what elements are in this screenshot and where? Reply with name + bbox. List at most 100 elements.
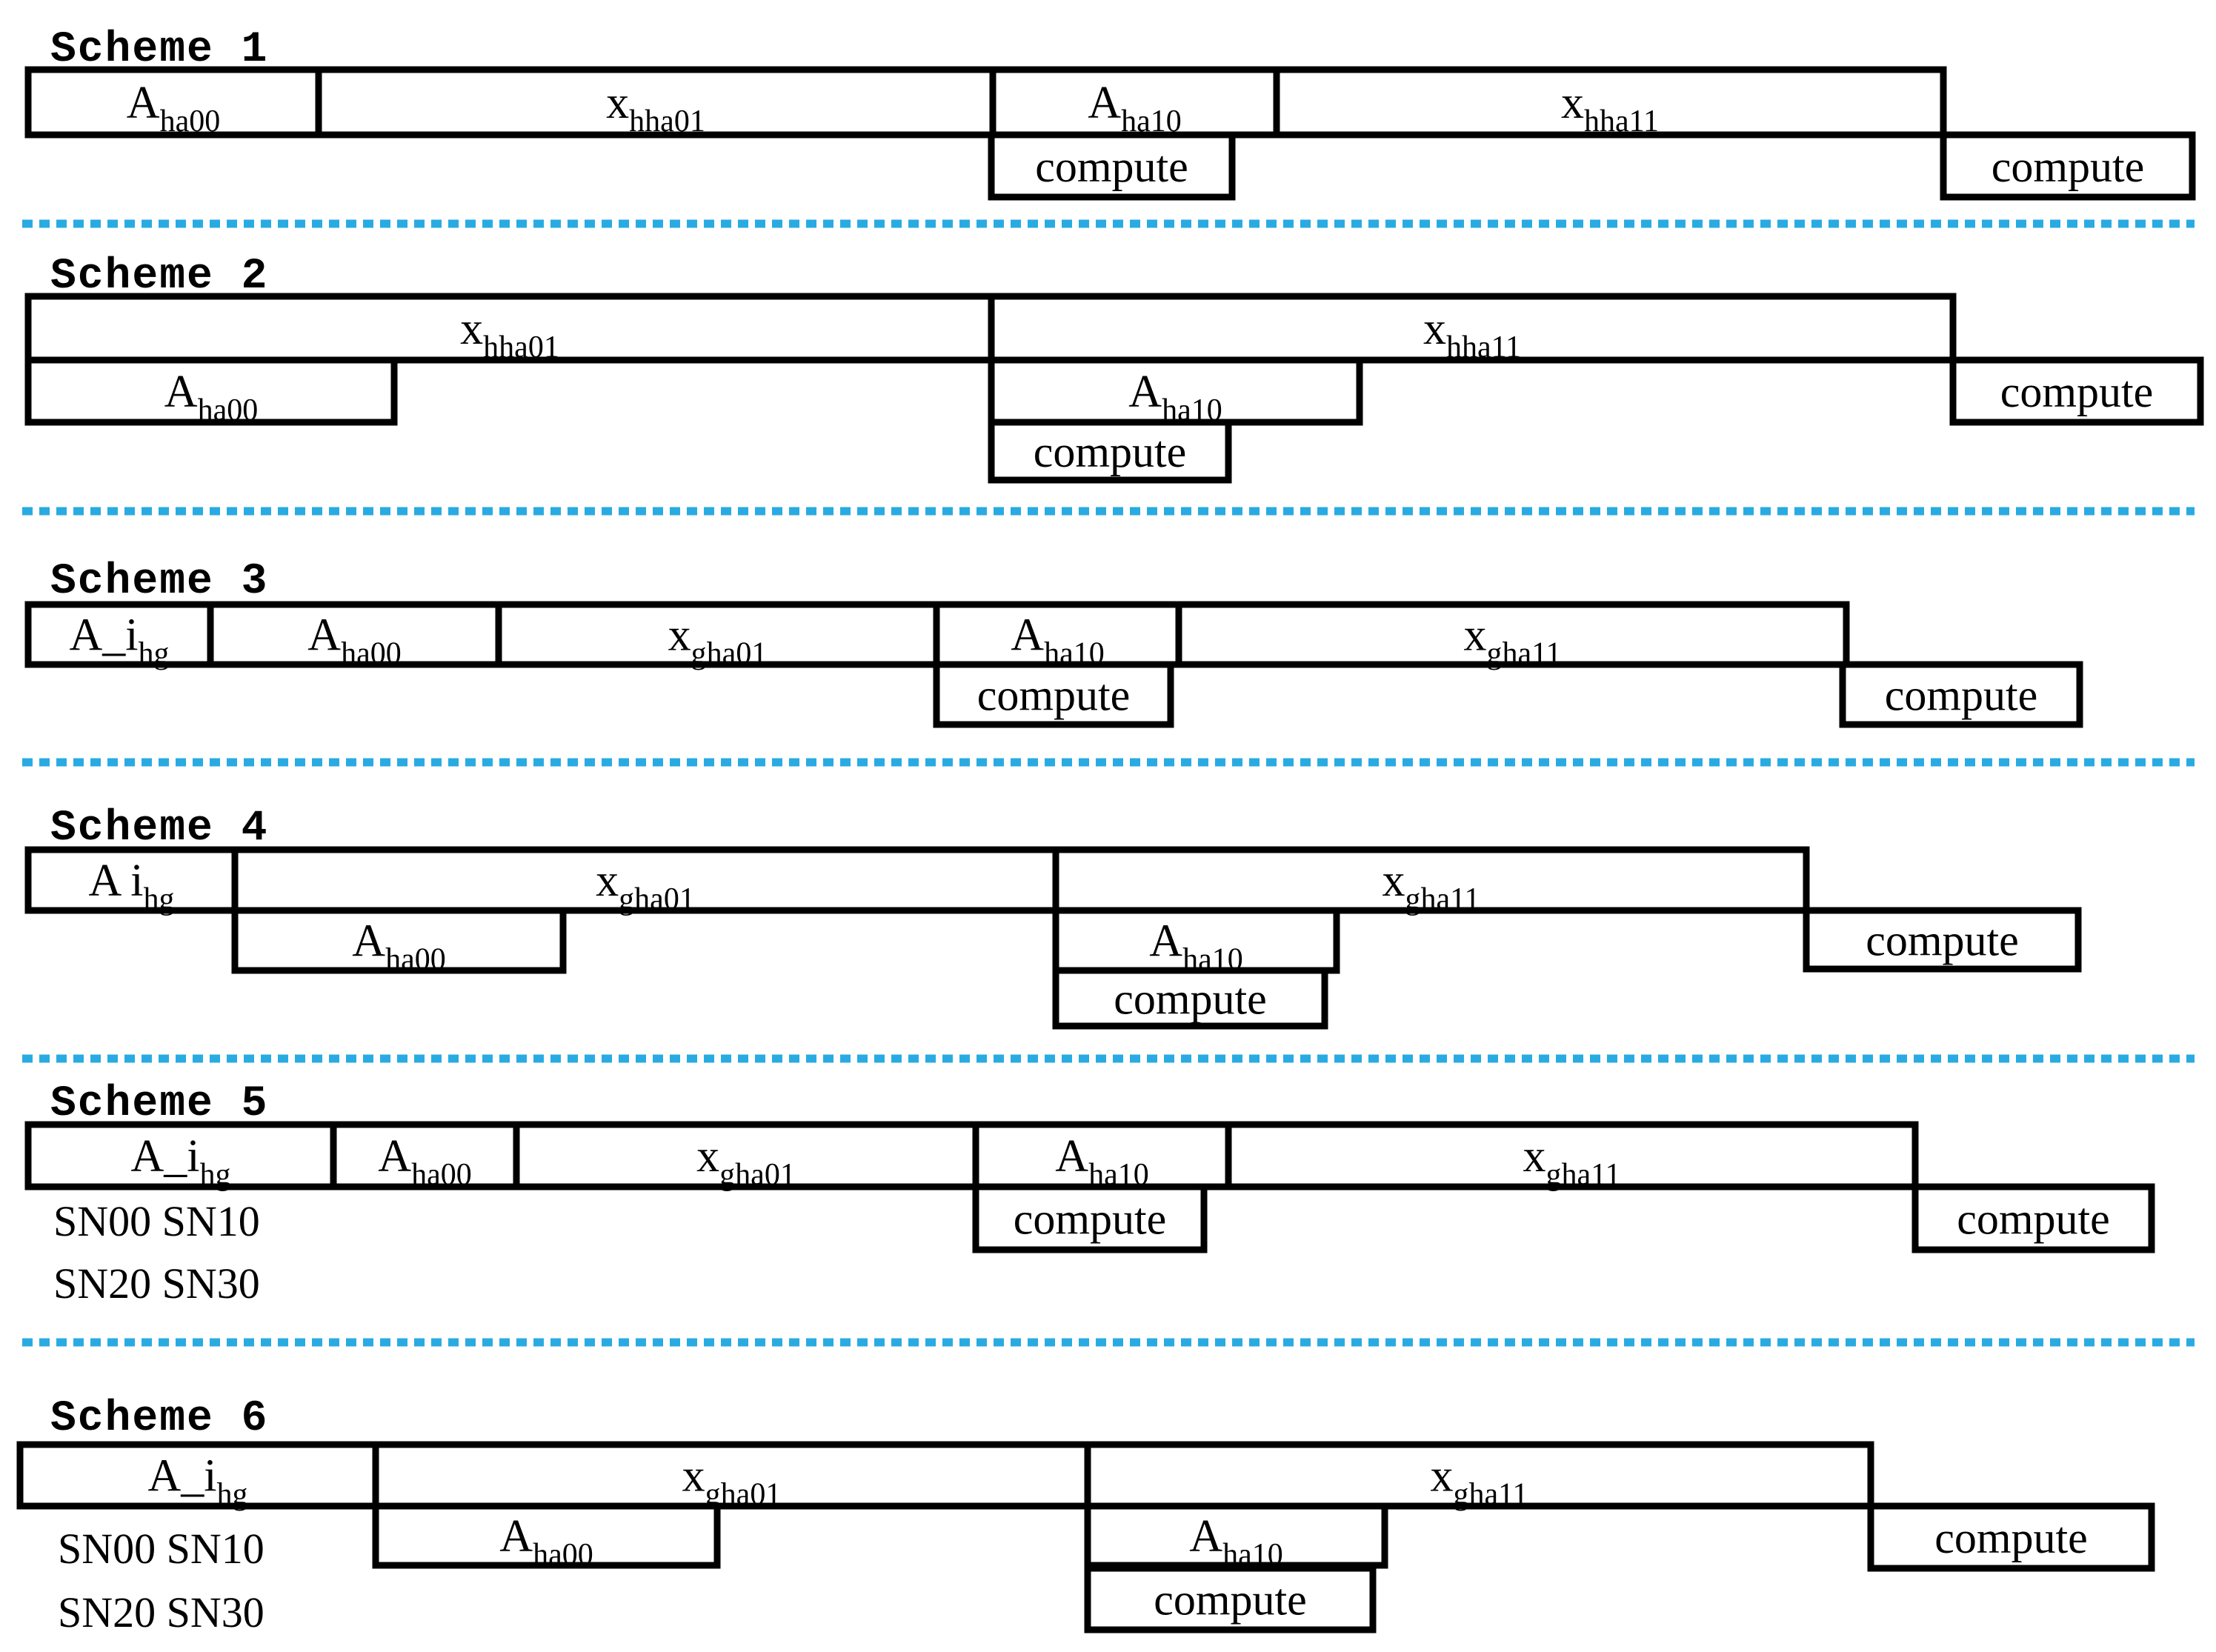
label-subscript: gha11 <box>1405 882 1480 916</box>
box-rect <box>1084 1441 1874 1510</box>
box-compute: compute <box>988 131 1236 201</box>
box-rect <box>1273 66 1947 139</box>
label-subscript: hg <box>217 1478 248 1512</box>
box-rect <box>1175 601 1850 668</box>
box-label: compute <box>1934 1513 2088 1562</box>
scheme-title: Scheme 2 <box>50 253 268 301</box>
subnode-note: SN00 SN10 <box>58 1525 264 1573</box>
box-rect <box>1225 1121 1919 1190</box>
box-rect <box>231 907 567 974</box>
box-label: compute <box>1114 975 1267 1024</box>
box-rect <box>1911 1183 2155 1253</box>
label-main: x <box>668 610 691 661</box>
box-a-ha00: Aha00 <box>231 907 567 977</box>
box-label: compute <box>1885 671 2038 720</box>
box-rect <box>988 356 1363 426</box>
scheme-title: Scheme 4 <box>50 805 268 853</box>
label-main: x <box>460 304 483 354</box>
box-label: xhha01 <box>460 304 559 364</box>
box-rect <box>24 1121 337 1190</box>
box-x-gha11: xgha11 <box>1175 601 1850 671</box>
scheme-title: Scheme 5 <box>50 1080 268 1128</box>
label-main: compute <box>1035 142 1188 191</box>
box-label: A_ihg <box>131 1131 231 1192</box>
label-main: x <box>1382 856 1405 906</box>
label-subscript: gha11 <box>1453 1478 1528 1512</box>
box-compute: compute <box>1839 661 2083 728</box>
box-a-ha00: Aha00 <box>330 1121 520 1192</box>
subnode-note: SN20 SN30 <box>58 1588 264 1636</box>
box-label: xgha11 <box>1523 1131 1620 1192</box>
box-label: A_ihg <box>148 1451 248 1512</box>
box-label: compute <box>2000 367 2154 416</box>
box-x-gha11: xgha11 <box>1052 846 1810 916</box>
label-main: compute <box>1154 1576 1307 1625</box>
label-subscript: hg <box>144 882 175 916</box>
label-main: A <box>1189 1511 1222 1562</box>
label-subscript: gha11 <box>1545 1158 1620 1192</box>
box-label: Aha00 <box>307 610 401 671</box>
scheme-title: Scheme 6 <box>50 1395 268 1443</box>
box-label: A_ihg <box>70 610 170 671</box>
box-rect <box>231 846 1059 914</box>
label-main: A <box>378 1131 411 1182</box>
box-rect <box>495 601 940 668</box>
box-x-gha11: xgha11 <box>1084 1441 1874 1512</box>
box-rect <box>1084 1565 1377 1633</box>
box-compute: compute <box>1803 907 2082 973</box>
subnode-note: SN00 SN10 <box>53 1197 260 1245</box>
box-x-gha01: xgha01 <box>231 846 1059 916</box>
label-main: compute <box>1114 975 1267 1024</box>
label-subscript: hha01 <box>483 330 559 364</box>
label-main: x <box>696 1131 719 1182</box>
scheme-title: Scheme 1 <box>50 26 268 74</box>
label-main: compute <box>1866 916 2019 965</box>
label-main: A_i <box>131 1131 200 1182</box>
box-label: A ihg <box>88 856 174 916</box>
box-label: xhha11 <box>1561 78 1659 139</box>
box-rect <box>1940 131 2196 201</box>
box-a-ha10: Aha10 <box>1084 1502 1388 1572</box>
label-main: A <box>127 78 160 128</box>
box-a-ha10: Aha10 <box>972 1121 1232 1192</box>
box-rect <box>933 661 1174 728</box>
box-label: compute <box>1035 142 1188 191</box>
label-main: compute <box>1034 427 1187 476</box>
box-a-ha00: Aha00 <box>24 66 322 139</box>
box-rect <box>16 1441 379 1510</box>
label-main: A <box>1011 610 1044 661</box>
box-compute: compute <box>1867 1502 2155 1572</box>
label-subscript: ha00 <box>411 1158 472 1192</box>
label-subscript: gha01 <box>619 882 695 916</box>
box-label: compute <box>1992 142 2145 191</box>
box-label: xgha01 <box>682 1451 782 1512</box>
box-label: compute <box>1034 427 1187 476</box>
label-main: x <box>1463 610 1486 661</box>
label-main: x <box>606 78 629 128</box>
label-main: A <box>307 610 341 661</box>
label-subscript: gha11 <box>1486 637 1561 671</box>
box-label: xgha11 <box>1430 1451 1528 1512</box>
label-main: A_i <box>148 1451 217 1502</box>
box-a-ha00: Aha00 <box>207 601 502 671</box>
box-compute: compute <box>1911 1183 2155 1253</box>
box-a-i-hg: A_ihg <box>16 1441 379 1512</box>
label-subscript: hha11 <box>1584 104 1659 139</box>
label-main: compute <box>1885 671 2038 720</box>
box-a-ha00: Aha00 <box>24 356 398 427</box>
box-x-hha01: xhha01 <box>315 66 996 139</box>
box-label: xhha11 <box>1423 304 1521 364</box>
label-subscript: ha00 <box>341 637 402 671</box>
label-main: x <box>1561 78 1584 128</box>
box-a-ha10: Aha10 <box>988 356 1363 427</box>
box-rect <box>1867 1502 2155 1572</box>
box-label: compute <box>1154 1576 1307 1625</box>
label-main: A <box>352 916 385 967</box>
subnode-note: SN20 SN30 <box>53 1259 260 1308</box>
